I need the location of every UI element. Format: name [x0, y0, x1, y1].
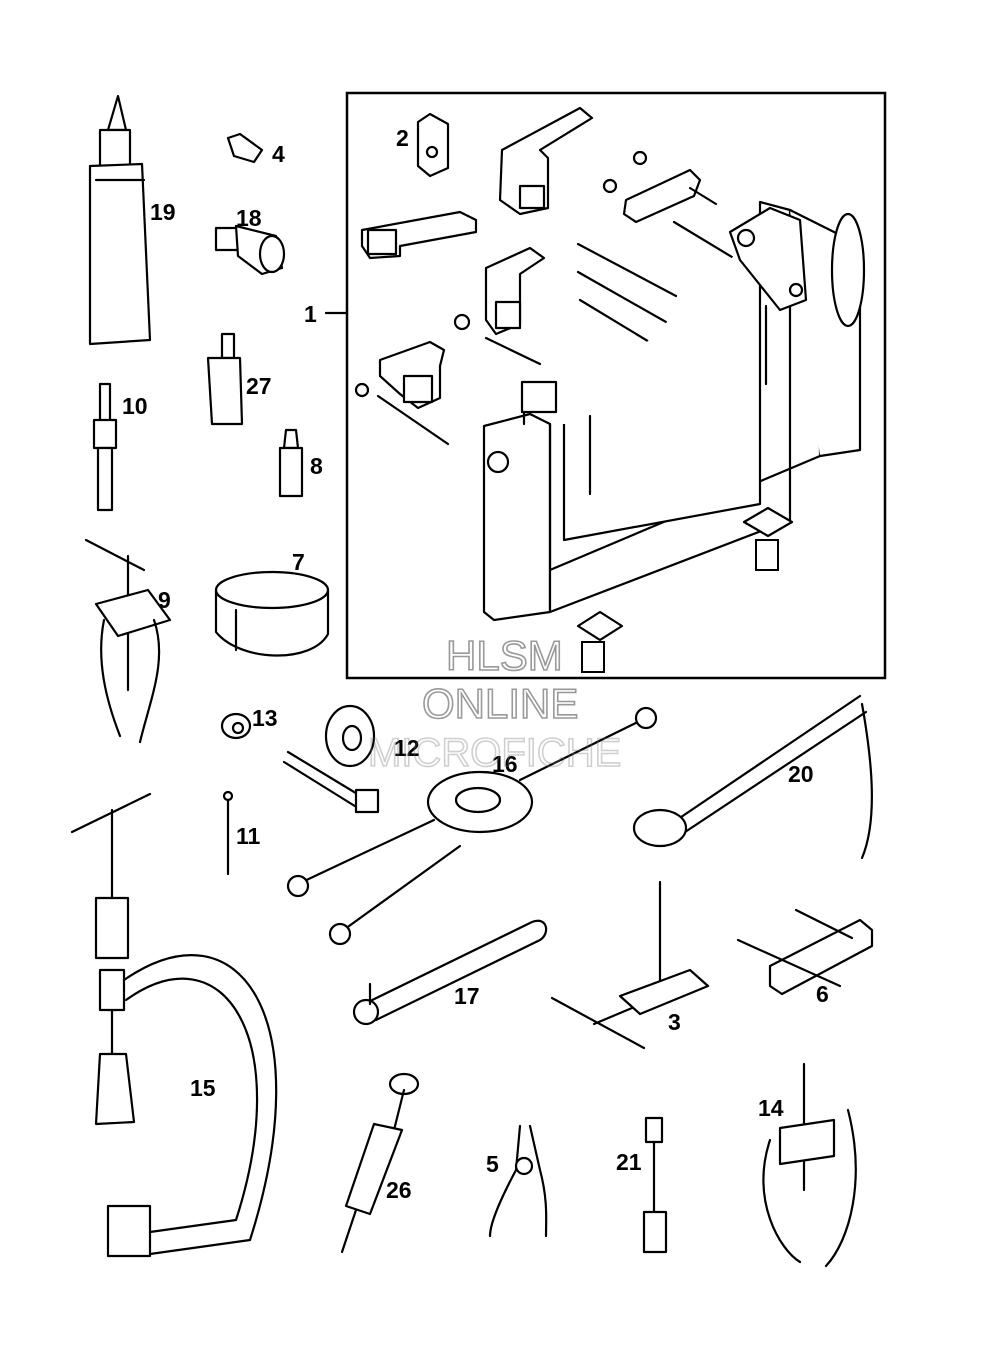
- ring-spanner-part: [286, 706, 658, 946]
- callout-18: 18: [236, 205, 262, 231]
- callout-15: 15: [190, 1075, 216, 1101]
- watermark-line-1: HLSM: [446, 632, 563, 679]
- socket-adapter-part: [214, 224, 286, 276]
- watermark-line-2: ONLINE: [422, 680, 578, 727]
- collar-part: [220, 712, 252, 740]
- callout-8: 8: [310, 453, 323, 479]
- hex-driver-part: [642, 1116, 668, 1254]
- small-nozzle-part: [226, 132, 264, 164]
- pin-part: [222, 790, 234, 876]
- threadlock-vial-part: [278, 428, 304, 498]
- callout-16: 16: [492, 751, 518, 777]
- callout-11: 11: [236, 823, 261, 849]
- callout-13: 13: [252, 705, 278, 731]
- bearing-driver-part: [736, 908, 874, 996]
- chain-holder-part: [632, 694, 873, 860]
- callout-3: 3: [668, 1009, 681, 1035]
- watermark-line-3: MICROFICHE: [368, 731, 621, 775]
- chain-breaker-part: [550, 880, 710, 1050]
- circlip-pliers-part: [488, 1124, 548, 1238]
- sealant-tube-part: [88, 94, 152, 346]
- valve-spring-compressor-part: [70, 792, 278, 1258]
- callout-2: 2: [396, 125, 409, 151]
- two-jaw-puller-part: [762, 1062, 857, 1268]
- callout-14: 14: [758, 1095, 784, 1121]
- callout-12: 12: [394, 735, 420, 761]
- callout-7: 7: [292, 549, 305, 575]
- three-jaw-puller-part: [84, 538, 172, 744]
- callout-17: 17: [454, 983, 480, 1009]
- callout-6: 6: [816, 981, 829, 1007]
- grease-syringe-part: [340, 1072, 420, 1254]
- pin-spanner-part: [352, 919, 548, 1026]
- punch-tool-part: [92, 382, 118, 512]
- callout-1: 1: [304, 301, 317, 327]
- callout-labels: 1 2 3 4 5 6 7 8 9 10 11 12 13 14 15 16 1…: [122, 125, 829, 1203]
- callout-27: 27: [246, 373, 272, 399]
- engine-stand-kit-frame: [324, 91, 887, 680]
- bearing-and-bolt-part: [282, 704, 380, 814]
- engine-stand-assembly: [354, 106, 866, 673]
- callout-21: 21: [616, 1149, 642, 1175]
- callout-5: 5: [486, 1151, 499, 1177]
- callout-19: 19: [150, 199, 176, 225]
- adhesive-bottle-part: [206, 332, 244, 426]
- watermark: HLSM ONLINE MICROFICHE: [367, 631, 622, 776]
- callout-26: 26: [386, 1177, 412, 1203]
- callout-4: 4: [272, 141, 285, 167]
- callout-9: 9: [158, 587, 171, 613]
- callout-10: 10: [122, 393, 148, 419]
- callout-20: 20: [788, 761, 814, 787]
- compression-ring-part: [214, 570, 330, 657]
